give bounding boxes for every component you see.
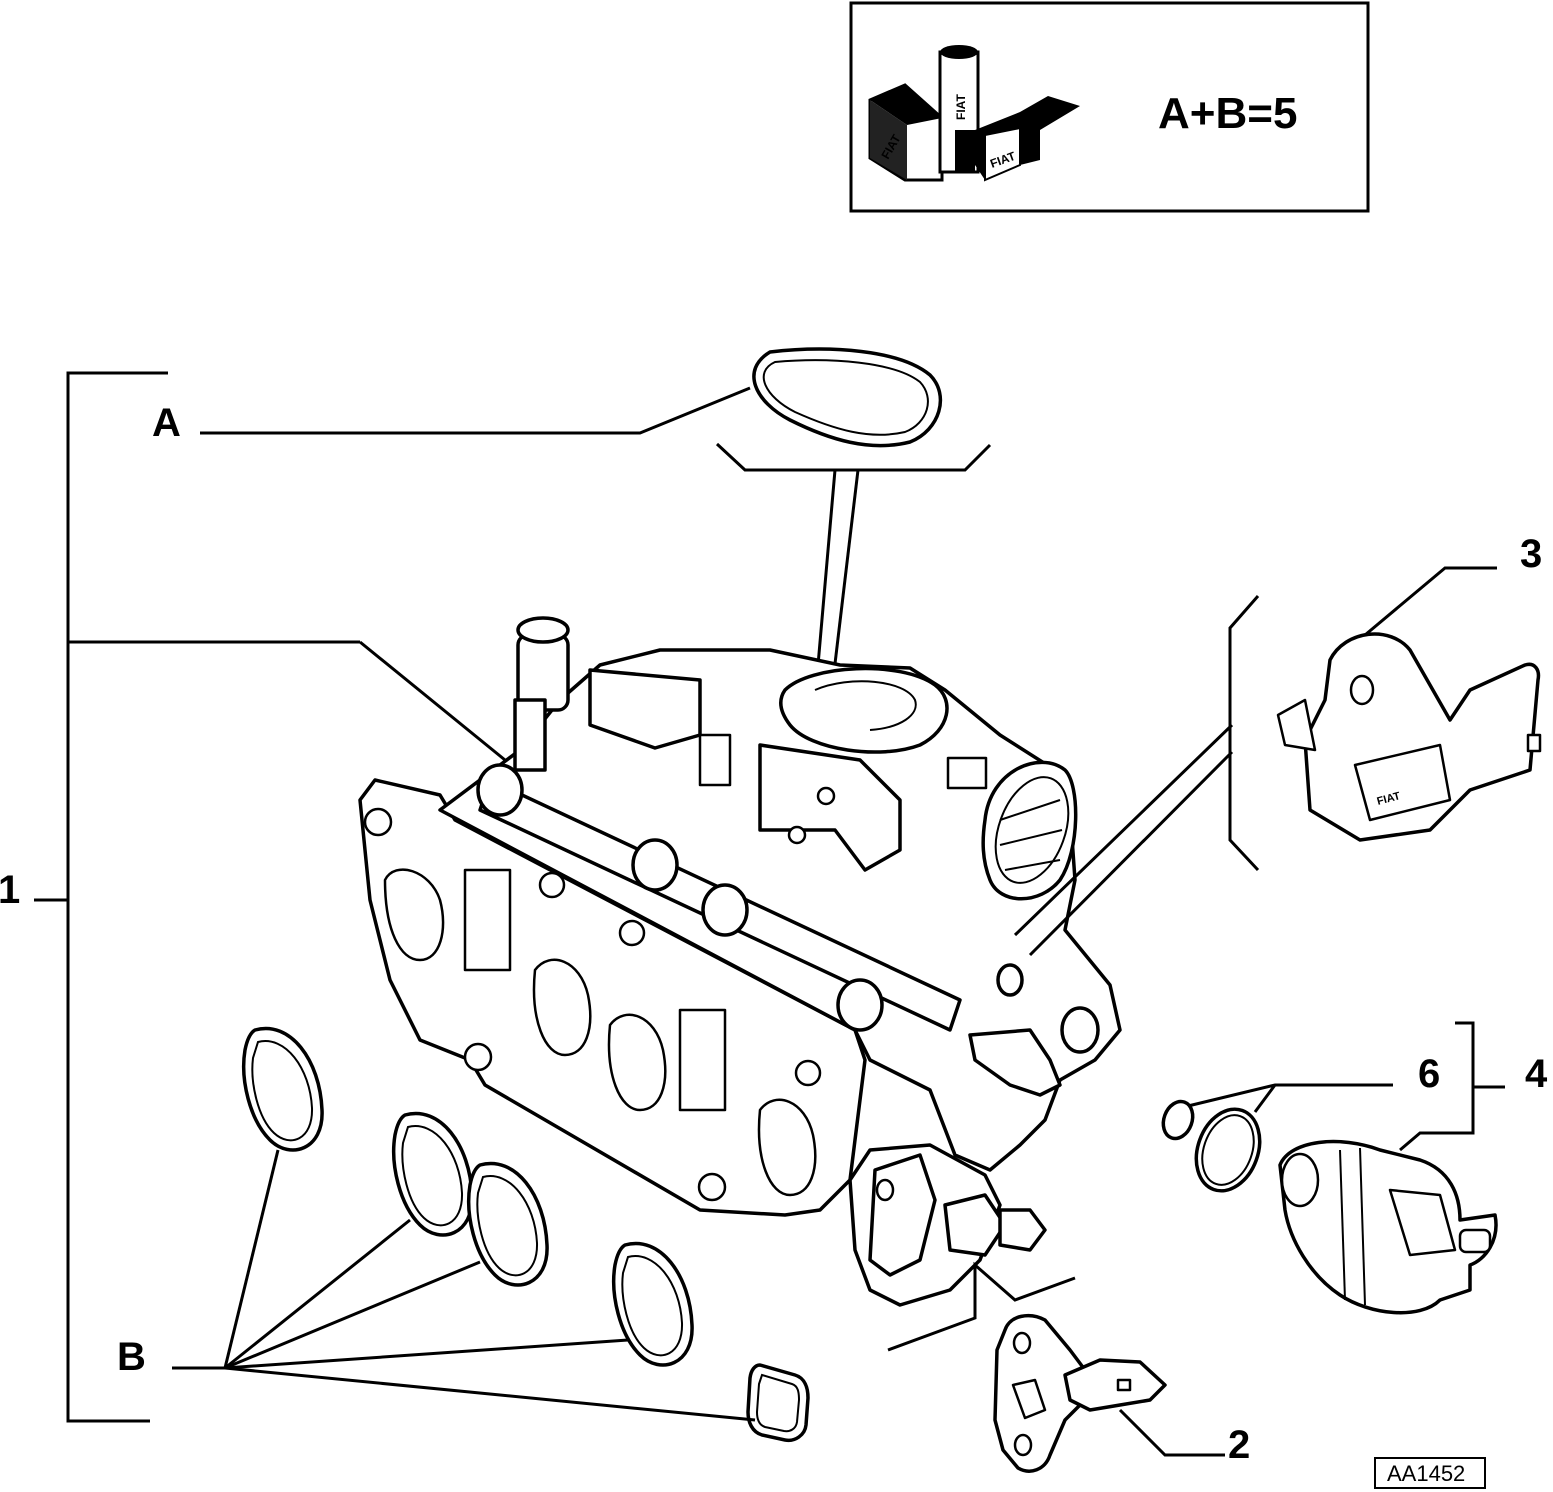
gasket-b-3 <box>467 1161 549 1287</box>
kit-formula: A+B=5 <box>1158 89 1297 138</box>
callout-6: 6 <box>1418 1052 1440 1096</box>
map-sensor-logo-text: FIAT <box>1376 790 1402 808</box>
flange-ports <box>363 807 822 1202</box>
idle-actuator <box>1278 1139 1498 1315</box>
reference-code-box: AA1452 <box>1374 1457 1486 1489</box>
o-ring-small <box>1161 1099 1195 1141</box>
throttle-flange <box>981 760 1078 901</box>
gasket-b-2 <box>392 1111 474 1237</box>
injectors <box>476 763 884 1032</box>
callout-2: 2 <box>1228 1423 1250 1467</box>
callout-a: A <box>152 401 181 445</box>
intake-manifold-assembly <box>358 616 1122 1307</box>
callout-1: 1 <box>0 868 20 912</box>
kit-box: FIAT FIAT FIAT A+B=5 <box>849 1 1370 213</box>
map-sensor: FIAT <box>1013 566 1542 957</box>
sensor-2 <box>993 1313 1167 1473</box>
callout-b: B <box>117 1335 146 1379</box>
o-ring-large <box>1194 1107 1262 1193</box>
callout-3: 3 <box>1520 532 1542 576</box>
gaskets-b <box>172 1026 810 1443</box>
fiat-logo-text-cylinder: FIAT <box>954 94 968 120</box>
gasket-b-5 <box>746 1363 810 1443</box>
gasket-b-1 <box>242 1026 324 1152</box>
fiat-kit-logo: FIAT FIAT FIAT <box>868 45 1080 182</box>
bracket-1 <box>34 371 506 1423</box>
sensor-2-group <box>887 1261 1225 1473</box>
callout-4: 4 <box>1525 1052 1548 1096</box>
gasket-b-4 <box>612 1241 694 1367</box>
reference-code: AA1452 <box>1387 1461 1465 1486</box>
idle-actuator-group <box>1161 1021 1505 1315</box>
